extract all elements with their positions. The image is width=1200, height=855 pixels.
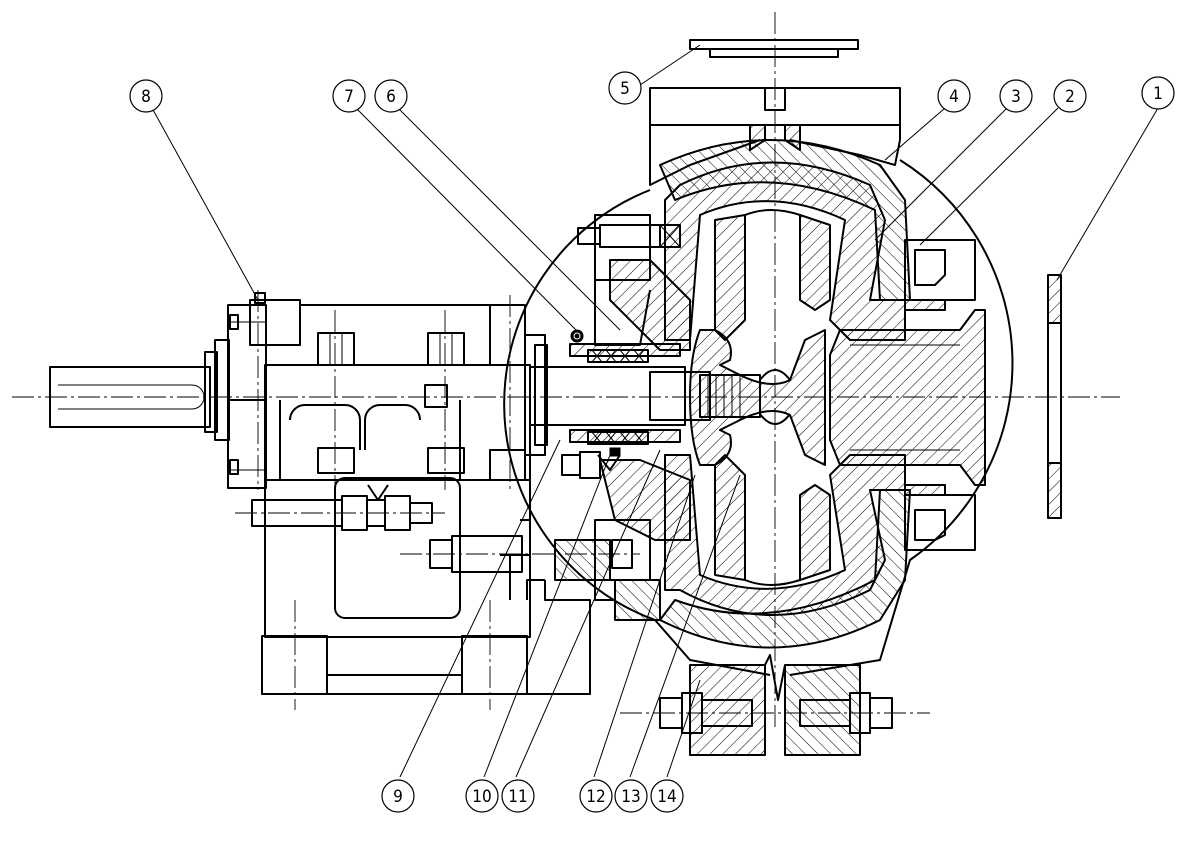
shaft-sleeve-and-packing [569, 329, 681, 457]
balloon-part-5: 5 [608, 71, 642, 105]
suction-cover [829, 239, 986, 551]
suction-joint-ring [1047, 274, 1062, 519]
discharge-joint [689, 39, 859, 58]
balloon-part-12: 12 [579, 779, 613, 813]
casing-clamp-bolts [659, 654, 893, 756]
svg-text:8: 8 [141, 87, 151, 107]
balloon-part-1: 1 [1141, 76, 1175, 110]
impeller [689, 209, 831, 586]
balloon-part-14: 14 [650, 779, 684, 813]
svg-text:14: 14 [657, 787, 676, 807]
part-balloons: 1 2 3 4 5 6 7 8 9 10 11 12 13 14 [129, 71, 1175, 813]
svg-text:13: 13 [621, 787, 640, 807]
balloon-part-3: 3 [999, 79, 1033, 113]
balloon-part-13: 13 [614, 779, 648, 813]
svg-text:7: 7 [344, 87, 354, 107]
svg-text:10: 10 [472, 787, 491, 807]
balloon-part-9: 9 [381, 779, 415, 813]
svg-text:2: 2 [1065, 87, 1075, 107]
housing-bolts [251, 332, 523, 573]
balloon-part-11: 11 [501, 779, 535, 813]
svg-text:5: 5 [620, 79, 630, 99]
svg-text:6: 6 [386, 87, 396, 107]
svg-text:4: 4 [949, 87, 959, 107]
svg-text:12: 12 [586, 787, 605, 807]
balloon-part-2: 2 [1053, 79, 1087, 113]
svg-text:9: 9 [393, 787, 403, 807]
svg-text:3: 3 [1011, 87, 1021, 107]
balloon-part-4: 4 [937, 79, 971, 113]
balloon-part-7: 7 [332, 79, 366, 113]
svg-text:11: 11 [508, 787, 527, 807]
leader-lines [151, 44, 1159, 778]
svg-text:1: 1 [1153, 84, 1163, 104]
bearing-housing-frame [261, 304, 591, 695]
balloon-part-8: 8 [129, 79, 163, 113]
balloon-part-10: 10 [465, 779, 499, 813]
bearing-end-cover [204, 292, 301, 489]
balloon-part-6: 6 [374, 79, 408, 113]
